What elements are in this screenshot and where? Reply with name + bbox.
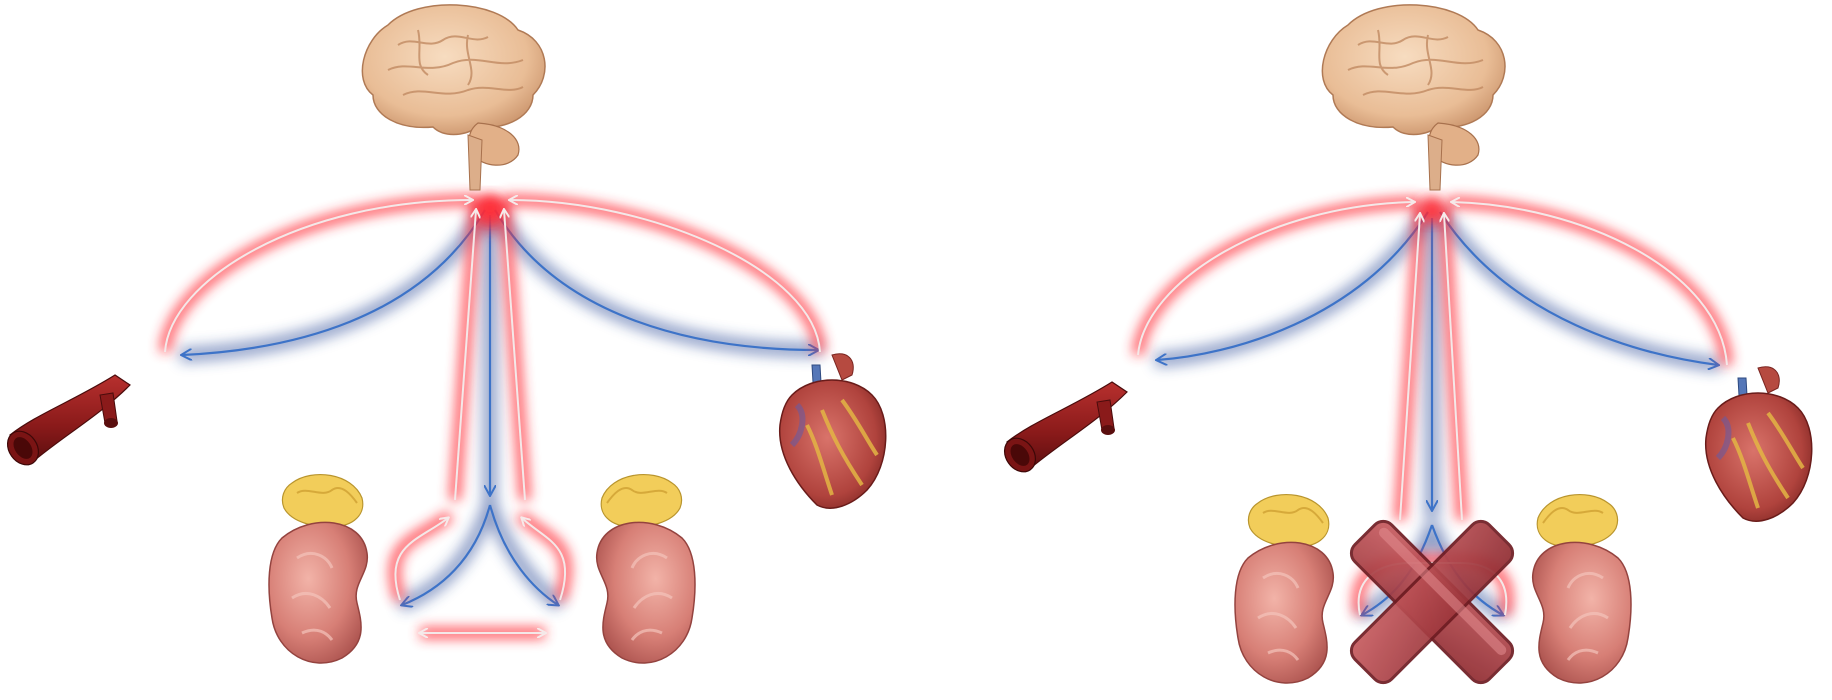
kidney-icon: [1533, 495, 1631, 683]
panel-intact: [1, 5, 886, 663]
kidney-icon: [269, 475, 367, 663]
artery-icon: [998, 382, 1127, 478]
heart-icon: [1706, 367, 1812, 521]
heart-icon: [780, 354, 886, 508]
brain-icon: [362, 5, 545, 190]
panel-denervated: [998, 5, 1812, 688]
kidney-icon: [597, 475, 695, 663]
kidney-icon: [1235, 495, 1333, 683]
brain-icon: [1322, 5, 1505, 190]
artery-icon: [1, 375, 130, 471]
